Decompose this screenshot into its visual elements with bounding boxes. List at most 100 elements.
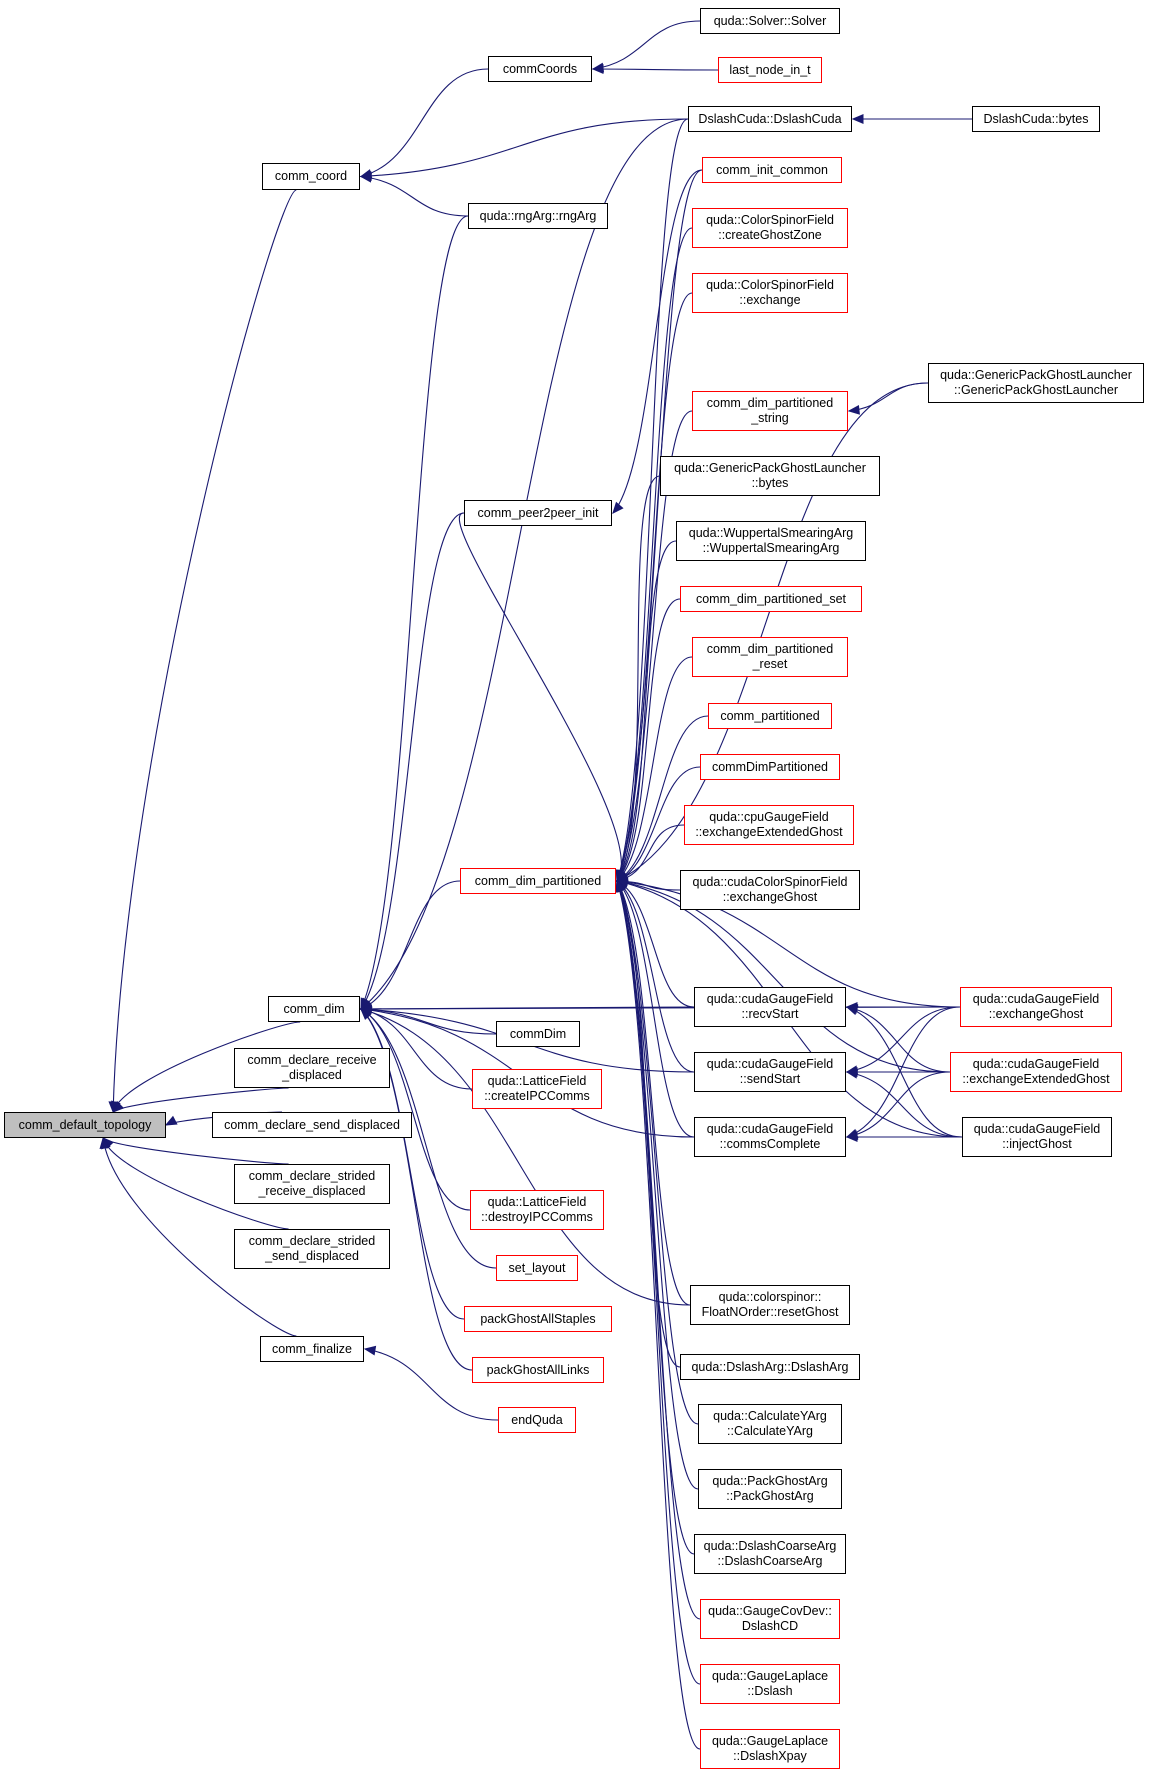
edge-comm_dim-to-recvStart <box>360 1006 695 1010</box>
node-comm_default_topology[interactable]: comm_default_topology <box>4 1112 166 1138</box>
edge-sendStart-to-cudaGF_exchGhost <box>846 1006 961 1073</box>
node-DslashCuda_bytes[interactable]: DslashCuda::bytes <box>972 106 1100 132</box>
edge-commsComplete-to-injectGhost-arrowhead <box>845 1132 858 1142</box>
node-cudaGF_exchExt[interactable]: quda::cudaGaugeField ::exchangeExtendedG… <box>950 1052 1122 1092</box>
edge-comm_default_topology-to-comm_declare_strided_send_displaced <box>102 1137 289 1230</box>
edge-comm_peer2peer_init-to-comm_init_common-arrowhead <box>612 501 624 514</box>
node-GL_DslashXpay[interactable]: quda::GaugeLaplace ::DslashXpay <box>700 1729 840 1769</box>
node-Solver[interactable]: quda::Solver::Solver <box>700 8 840 34</box>
edge-recvStart-to-injectGhost <box>846 1006 963 1138</box>
edge-comm_dim_partitioned-to-GL_DslashXpay <box>616 880 701 1750</box>
edge-comm_dim_partitioned-to-DslashCD <box>616 880 701 1620</box>
node-last_node_in_t[interactable]: last_node_in_t <box>718 57 822 83</box>
node-comm_peer2peer_init[interactable]: comm_peer2peer_init <box>464 500 612 526</box>
node-packGhostAllLinks[interactable]: packGhostAllLinks <box>472 1357 604 1383</box>
node-DslashCD[interactable]: quda::GaugeCovDev:: DslashCD <box>700 1599 840 1639</box>
edge-comm_finalize-to-endQuda <box>364 1348 499 1421</box>
node-destroyIPCComms[interactable]: quda::LatticeField ::destroyIPCComms <box>470 1190 604 1230</box>
node-rngArg[interactable]: quda::rngArg::rngArg <box>468 203 608 229</box>
edge-recvStart-to-injectGhost-arrowhead <box>845 1005 859 1016</box>
edge-comm_dim-to-resetGhost <box>360 1008 691 1306</box>
edge-recvStart-to-cudaGF_exchExt <box>846 1006 951 1073</box>
node-comm_declare_strided_send_displaced[interactable]: comm_declare_strided _send_displaced <box>234 1229 390 1269</box>
edge-comm_dim_partitioned-to-comm_partitioned <box>616 715 709 882</box>
node-DslashCoarseArg[interactable]: quda::DslashCoarseArg ::DslashCoarseArg <box>694 1534 846 1574</box>
edge-comm_dim-to-comm_dim_partitioned <box>360 880 461 1010</box>
edge-commCoords-to-Solver <box>592 20 701 70</box>
node-sendStart[interactable]: quda::cudaGaugeField ::sendStart <box>694 1052 846 1092</box>
edge-comm_coord-to-commCoords <box>360 68 489 178</box>
edge-comm_dim-to-set_layout <box>360 1008 497 1269</box>
edge-comm_coord-to-rngArg-arrowhead <box>359 172 372 183</box>
edge-comm_dim_partitioned-to-commsComplete <box>616 880 695 1138</box>
edge-comm_default_topology-to-comm_declare_receive_displaced-arrowhead <box>112 1101 125 1113</box>
edge-comm_dim-to-resetGhost-arrowhead <box>359 1006 373 1017</box>
node-cdp_reset[interactable]: comm_dim_partitioned _reset <box>692 637 848 677</box>
node-commsComplete[interactable]: quda::cudaGaugeField ::commsComplete <box>694 1117 846 1157</box>
node-comm_declare_receive_displaced[interactable]: comm_declare_receive _displaced <box>234 1048 390 1088</box>
node-comm_dim[interactable]: comm_dim <box>268 996 360 1022</box>
node-DslashCuda[interactable]: DslashCuda::DslashCuda <box>688 106 852 132</box>
edge-comm_dim-to-commDim <box>360 1008 497 1035</box>
edge-comm_default_topology-to-comm_finalize <box>102 1137 297 1337</box>
node-comm_dim_partitioned[interactable]: comm_dim_partitioned <box>460 868 616 894</box>
node-comm_partitioned[interactable]: comm_partitioned <box>708 703 832 729</box>
node-commDimPartitioned[interactable]: commDimPartitioned <box>700 754 840 780</box>
node-comm_declare_send_displaced[interactable]: comm_declare_send_displaced <box>212 1112 412 1138</box>
node-recvStart[interactable]: quda::cudaGaugeField ::recvStart <box>694 987 846 1027</box>
edge-comm_default_topology-to-comm_dim <box>112 1021 301 1113</box>
node-Wuppertal[interactable]: quda::WuppertalSmearingArg ::WuppertalSm… <box>676 521 866 561</box>
node-endQuda[interactable]: endQuda <box>498 1407 576 1433</box>
edge-comm_dim_partitioned-to-comm_init_common <box>616 169 703 882</box>
node-comm_finalize[interactable]: comm_finalize <box>260 1336 364 1362</box>
edge-comm_dim_partitioned-to-commDimPartitioned <box>616 766 701 882</box>
edge-comm_dim_partitioned-to-DslashCuda <box>616 118 689 882</box>
node-GPGL_bytes[interactable]: quda::GenericPackGhostLauncher ::bytes <box>660 456 880 496</box>
node-set_layout[interactable]: set_layout <box>496 1255 578 1281</box>
edge-comm_dim-to-rngArg <box>360 215 469 1010</box>
node-cudaGF_exchGhost[interactable]: quda::cudaGaugeField ::exchangeGhost <box>960 987 1112 1027</box>
node-cdp_string[interactable]: comm_dim_partitioned _string <box>692 391 848 431</box>
edge-commsComplete-to-cudaGF_exchExt <box>846 1071 951 1138</box>
node-createIPCComms[interactable]: quda::LatticeField ::createIPCComms <box>472 1069 602 1109</box>
node-DslashArg[interactable]: quda::DslashArg::DslashArg <box>680 1354 860 1380</box>
edge-comm_dim-to-destroyIPCComms <box>360 1008 471 1211</box>
node-GPGL[interactable]: quda::GenericPackGhostLauncher ::Generic… <box>928 363 1144 403</box>
node-PackGhostArg[interactable]: quda::PackGhostArg ::PackGhostArg <box>698 1469 842 1509</box>
node-comm_coord[interactable]: comm_coord <box>262 163 360 190</box>
edge-comm_default_topology-to-comm_declare_strided_receive_displaced <box>102 1137 289 1165</box>
edge-comm_finalize-to-endQuda-arrowhead <box>363 1345 377 1356</box>
node-resetGhost[interactable]: quda::colorspinor:: FloatNOrder::resetGh… <box>690 1285 850 1325</box>
edge-comm_dim-to-comm_peer2peer_init <box>360 512 465 1010</box>
edge-comm_dim_partitioned-to-cdp_set <box>616 598 681 882</box>
edge-commCoords-to-last_node_in_t <box>592 68 719 71</box>
edge-comm_dim_partitioned-to-recvStart <box>616 880 695 1008</box>
node-packGhostAllStaples[interactable]: packGhostAllStaples <box>464 1306 612 1332</box>
node-CalculateYArg[interactable]: quda::CalculateYArg ::CalculateYArg <box>698 1404 842 1444</box>
node-cudaCSF_exchGhost[interactable]: quda::cudaColorSpinorField ::exchangeGho… <box>680 870 860 910</box>
node-csf_exchange[interactable]: quda::ColorSpinorField ::exchange <box>692 273 848 313</box>
edge-comm_dim_partitioned-to-cdp_string <box>616 410 693 882</box>
node-commCoords[interactable]: commCoords <box>488 56 592 82</box>
edge-comm_dim_partitioned-to-PackGhostArg <box>616 880 699 1490</box>
node-commDim[interactable]: commDim <box>496 1021 580 1047</box>
edge-comm_dim-to-packGhostAllStaples <box>360 1008 465 1320</box>
node-cdp_set[interactable]: comm_dim_partitioned_set <box>680 586 862 612</box>
edge-comm_dim_partitioned-to-sendStart <box>616 880 695 1073</box>
node-comm_init_common[interactable]: comm_init_common <box>702 157 842 183</box>
edge-comm_dim_partitioned-to-comm_peer2peer_init <box>458 512 622 882</box>
edge-comm_dim_partitioned-to-GL_Dslash <box>616 880 701 1685</box>
edge-comm_default_topology-to-comm_declare_receive_displaced <box>112 1087 289 1113</box>
edge-comm_dim_partitioned-to-cpuGF_exchExt <box>616 824 685 882</box>
edge-DslashCuda-to-DslashCuda_bytes-arrowhead <box>851 114 864 124</box>
node-GL_Dslash[interactable]: quda::GaugeLaplace ::Dslash <box>700 1664 840 1704</box>
edge-comm_dim_partitioned-to-cudaGF_exchGhost <box>616 880 961 1008</box>
node-createGhostZone[interactable]: quda::ColorSpinorField ::createGhostZone <box>692 208 848 248</box>
edge-comm_dim_partitioned-to-resetGhost <box>616 880 691 1306</box>
node-cpuGF_exchExt[interactable]: quda::cpuGaugeField ::exchangeExtendedGh… <box>684 805 854 845</box>
node-injectGhost[interactable]: quda::cudaGaugeField ::injectGhost <box>962 1117 1112 1157</box>
edge-cdp_string-to-GPGL <box>848 382 929 412</box>
edge-comm_coord-to-rngArg <box>360 175 469 217</box>
node-comm_declare_strided_receive_displaced[interactable]: comm_declare_strided _receive_displaced <box>234 1164 390 1204</box>
